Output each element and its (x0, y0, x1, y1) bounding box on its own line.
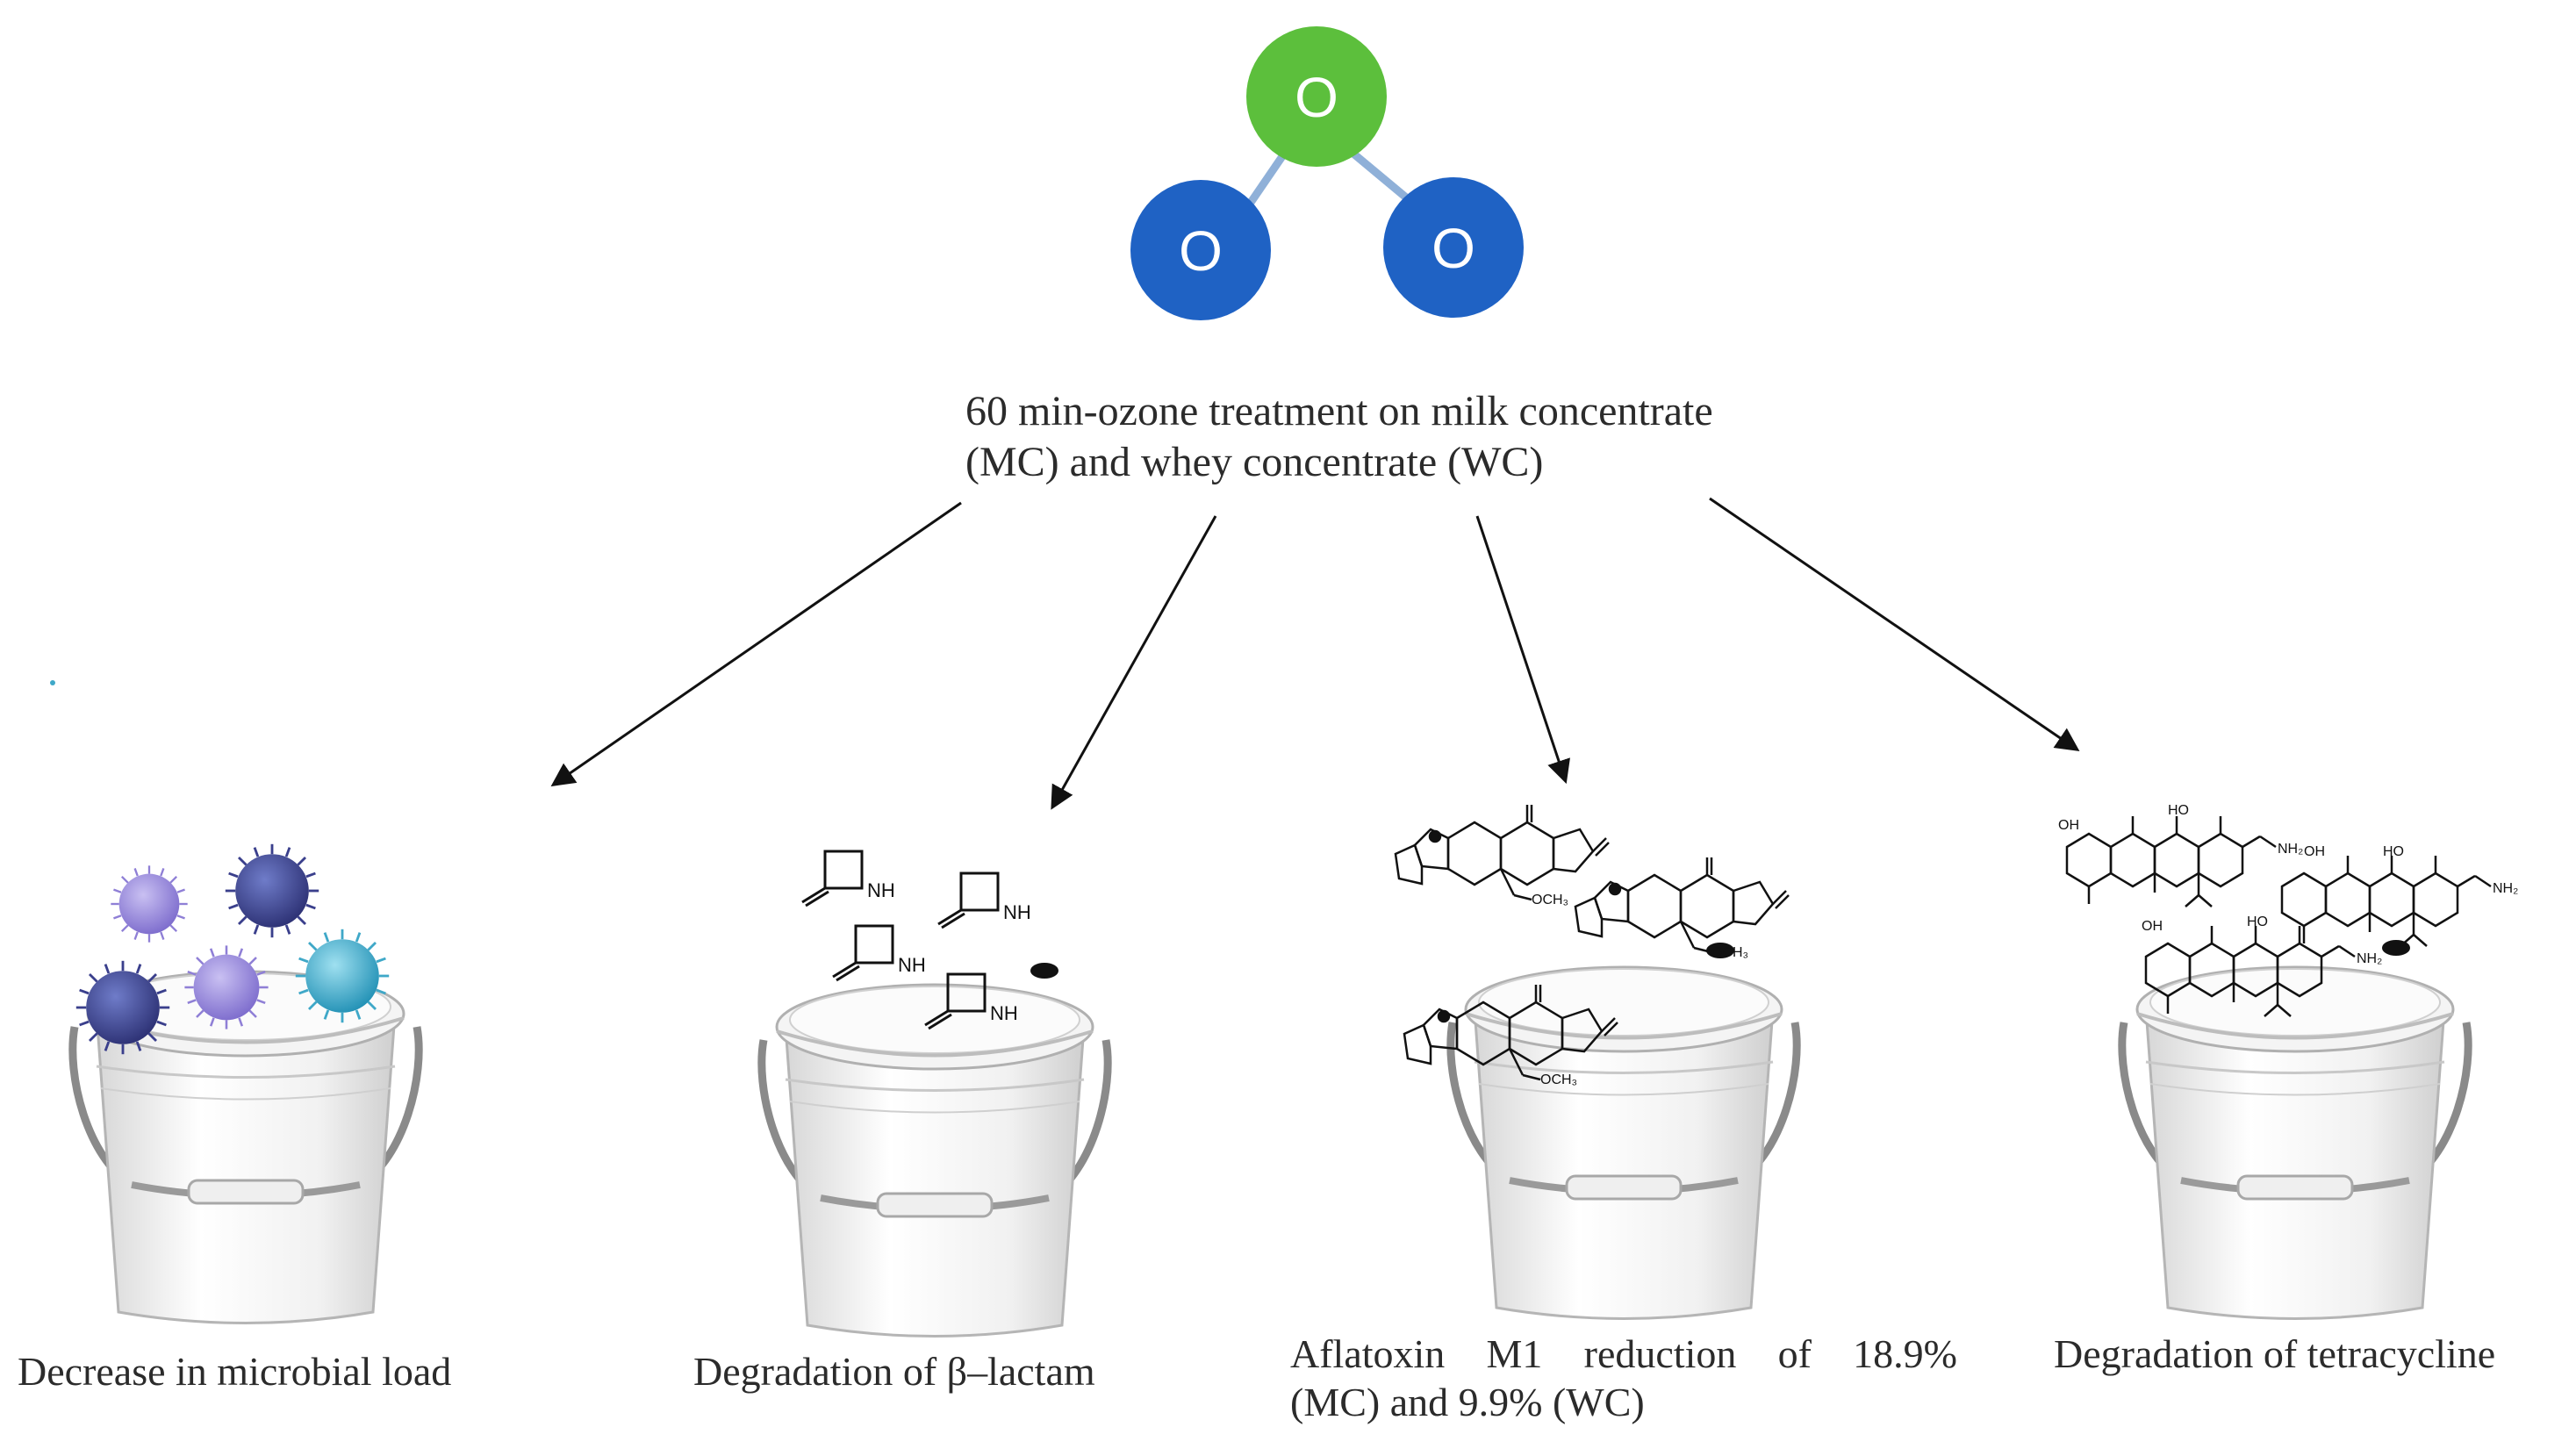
svg-text:NH₂: NH₂ (2357, 951, 2382, 966)
oxygen-atom-right (1383, 177, 1524, 318)
tetracycline-structure-3: OH HO NH₂ (2142, 914, 2382, 1018)
svg-text:OCH₃: OCH₃ (1540, 1072, 1577, 1087)
stray-dot (50, 680, 55, 685)
lactam-ring-4: NH (923, 972, 1018, 1030)
main-caption-line1: 60 min-ozone treatment on milk concentra… (965, 388, 1713, 434)
arrow-to-aflatoxin (1475, 515, 1570, 785)
lactam-ring-2: NH (936, 871, 1031, 929)
svg-text:NH: NH (990, 1002, 1018, 1024)
svg-text:HO: HO (2383, 844, 2404, 859)
tetracycline-structure-1: OH HO NH₂ (2058, 803, 2303, 908)
atom-label-left: O (1179, 219, 1223, 283)
svg-text:HO: HO (2168, 803, 2189, 818)
virus-navy-1 (224, 843, 320, 939)
arrow-to-lactam (1051, 515, 1217, 810)
label-aflatoxin-line1: Aflatoxin M1 reduction of 18.9% (1290, 1331, 1957, 1376)
oxygen-atom-top (1246, 26, 1387, 167)
virus-purple-1 (110, 864, 189, 943)
svg-text:OH: OH (2142, 919, 2163, 934)
virus-navy-2 (75, 959, 171, 1056)
arrow-to-tetracycline (1709, 497, 2080, 752)
main-caption: 60 min-ozone treatment on milk concentra… (965, 386, 1887, 487)
aflatoxin-structure-1: OCH₃ (1394, 803, 1611, 907)
svg-text:OCH₃: OCH₃ (1711, 945, 1748, 960)
svg-text:NH: NH (1003, 901, 1031, 923)
atom-label-right: O (1432, 217, 1475, 280)
bucket-tetracycline: OH HO NH₂ OH HO NH₂ OH HO NH₂ (2058, 803, 2518, 1319)
bucket-microbial (73, 843, 419, 1323)
svg-text:NH: NH (867, 879, 895, 901)
label-microbial-load: Decrease in microbial load (18, 1349, 452, 1394)
ozone-molecule: O O O (1130, 26, 1524, 320)
svg-text:NH₂: NH₂ (2493, 881, 2518, 896)
main-caption-line2: (MC) and whey concentrate (WC) (965, 438, 1544, 485)
svg-text:OH: OH (2304, 844, 2325, 859)
oxygen-atom-left (1130, 180, 1271, 320)
arrows (550, 497, 2080, 810)
bucket-lactam: NH NH NH NH (762, 850, 1108, 1337)
tetracycline-structure-2: OH HO NH₂ (2280, 844, 2518, 948)
label-aflatoxin: Aflatoxin M1 reduction of 18.9% (MC) and… (1290, 1330, 1957, 1426)
aflatoxin-structure-3: OCH₃ (1403, 983, 1619, 1087)
lactam-ring-1: NH (800, 850, 895, 907)
label-tetracycline: Degradation of tetracycline (2054, 1331, 2496, 1376)
label-beta-lactam: Degradation of β–lactam (693, 1349, 1095, 1394)
bucket-aflatoxin: OCH₃ OCH₃ OCH₃ (1394, 803, 1797, 1319)
aflatoxin-structure-2: OCH₃ (1574, 856, 1790, 960)
virus-cyan (294, 928, 391, 1024)
svg-text:NH₂: NH₂ (2278, 842, 2303, 857)
svg-text:NH: NH (898, 954, 926, 976)
arrow-to-microbial (550, 501, 962, 787)
label-aflatoxin-line2: (MC) and 9.9% (WC) (1290, 1380, 1645, 1425)
svg-text:OH: OH (2058, 818, 2079, 833)
lactam-ring-3: NH (831, 924, 926, 982)
virus-purple-2 (183, 944, 269, 1030)
svg-text:OCH₃: OCH₃ (1532, 893, 1568, 907)
svg-text:HO: HO (2247, 914, 2268, 929)
atom-label-top: O (1295, 66, 1338, 129)
